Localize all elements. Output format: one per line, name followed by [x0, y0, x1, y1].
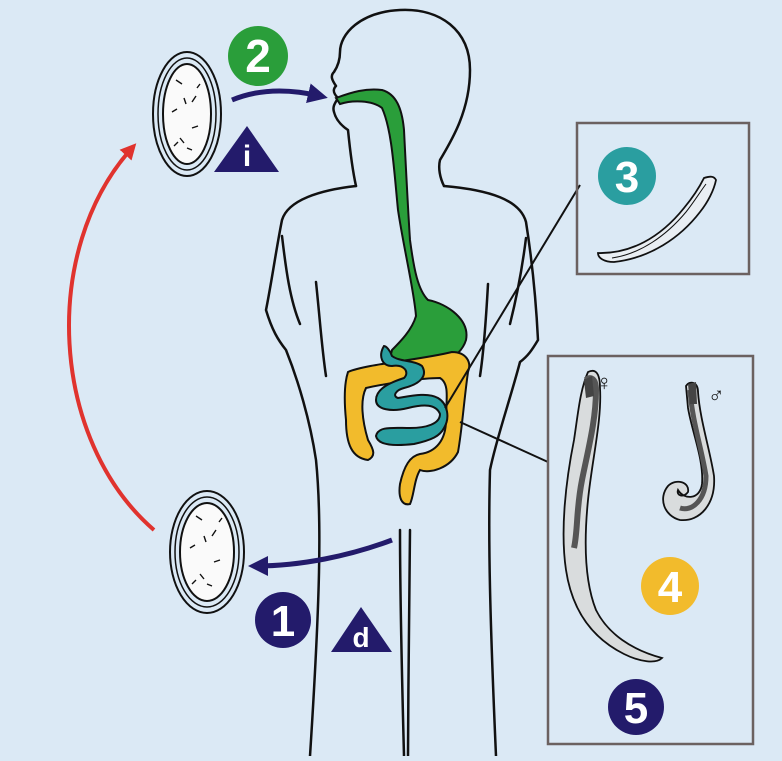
step-5-label: 5 [624, 684, 648, 733]
female-worm-icon [562, 369, 664, 663]
step-3-label: 3 [615, 153, 639, 202]
adult-worms-inset-box: ♀ ♂ [546, 354, 755, 746]
arrow-egg-laying [248, 537, 393, 576]
egg-infective [152, 51, 222, 177]
step-4-badge: 4 [641, 557, 699, 615]
larva-icon [597, 175, 717, 263]
step-2-label: 2 [245, 30, 271, 82]
infective-stage-marker: i [214, 126, 279, 173]
male-symbol: ♂ [708, 382, 725, 407]
step-1-label: 1 [271, 597, 295, 646]
female-symbol: ♀ [596, 370, 613, 395]
diagnostic-stage-marker: d [331, 607, 392, 653]
step-1-badge: 1 [255, 592, 311, 648]
larva-inset-box [575, 121, 751, 276]
small-intestine [374, 344, 449, 446]
human-body-outline [264, 8, 540, 758]
pointer-lines [444, 184, 581, 463]
arrow-ingestion [231, 83, 328, 103]
arrow-embryonation [67, 143, 156, 532]
step-4-label: 4 [658, 563, 683, 612]
infective-stage-triangle-icon [214, 126, 279, 172]
diagnostic-stage-label: d [352, 622, 369, 653]
step-3-badge: 3 [598, 147, 656, 205]
esophagus-stomach [334, 88, 468, 376]
step-5-badge: 5 [608, 679, 664, 735]
diagnostic-stage-triangle-icon [331, 607, 392, 652]
infective-stage-label: i [243, 140, 251, 173]
male-worm-icon [662, 381, 715, 521]
egg-diagnostic [169, 490, 245, 614]
large-intestine [343, 350, 471, 506]
step-2-badge: 2 [228, 26, 288, 86]
